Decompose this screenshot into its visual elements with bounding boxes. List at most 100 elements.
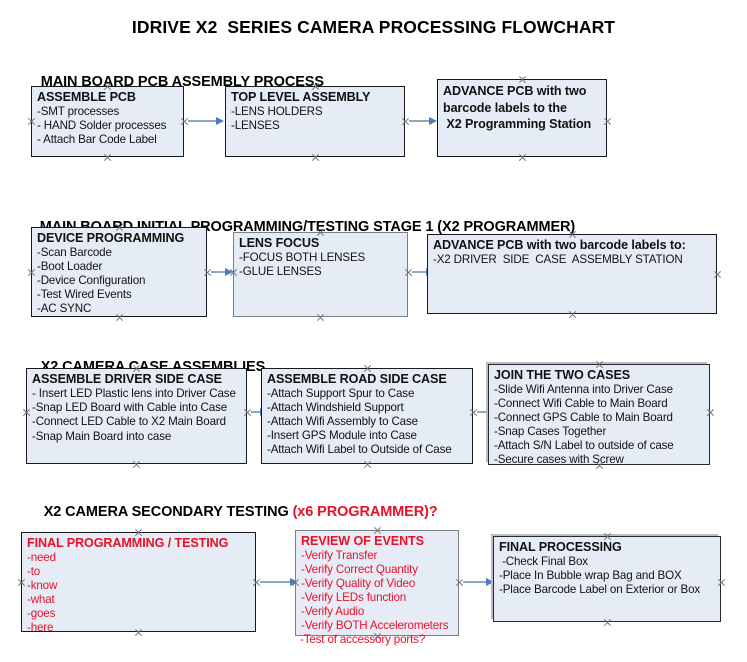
node-line: -Scan Barcode [37, 246, 112, 259]
node-line: -Connect LED Cable to X2 Main Board [32, 415, 226, 429]
arrow-shaft [188, 120, 217, 122]
node-line: -goes [27, 607, 56, 620]
node-final-programming-testing[interactable]: FINAL PROGRAMMING / TESTING -need -to -k… [21, 532, 256, 635]
node-advance-pcb-to-x2-station[interactable]: ADVANCE PCB with two barcode labels to t… [437, 79, 607, 157]
arrow-head [486, 578, 494, 586]
node-line: -Device Configuration [37, 274, 146, 287]
node-device-programming[interactable]: DEVICE PROGRAMMING -Scan Barcode -Boot L… [31, 227, 207, 317]
node-assemble-pcb[interactable]: ASSEMBLE PCB -SMT processes - HAND Solde… [31, 86, 184, 157]
node-title: LENS FOCUS [239, 236, 320, 250]
document-title: IDRIVE X2 SERIES CAMERA PROCESSING FLOWC… [131, 17, 616, 37]
node-line: -Verify Correct Quantity [301, 563, 418, 576]
node-review-of-events[interactable]: REVIEW OF EVENTS -Verify Transfer -Verif… [295, 530, 459, 636]
arrow-connector [463, 578, 494, 587]
node-line: -Attach S/N Label to outside of case [494, 439, 674, 452]
node-line: -Place Barcode Label on Exterior or Box [499, 583, 701, 597]
node-body: -X2 DRIVER SIDE CASE ASSEMBLY STATION [433, 253, 712, 267]
node-line: -Attach Wifi Assembly to Case [267, 415, 418, 428]
node-final-processing[interactable]: FINAL PROCESSING -Check Final Box -Place… [493, 536, 721, 622]
node-body: -SMT processes - HAND Solder processes -… [37, 105, 179, 148]
node-line: -Connect GPS Cable to Main Board [494, 411, 673, 424]
node-line: -here [27, 621, 54, 634]
section-heading-x2-camera-secondary-testing: X2 CAMERA SECONDARY TESTING (x6 PROGRAMM… [28, 488, 438, 536]
node-body: -FOCUS BOTH LENSES -GLUE LENSES [239, 251, 403, 279]
arrow-connector [260, 578, 298, 587]
node-line: -X2 DRIVER SIDE CASE ASSEMBLY STATION [433, 253, 683, 266]
node-title: TOP LEVEL ASSEMBLY [231, 90, 371, 104]
arrow-shaft [477, 411, 487, 413]
node-line: -Boot Loader [37, 260, 103, 273]
node-title-line: barcode labels to the [443, 100, 567, 115]
node-line: -to [27, 565, 41, 578]
node-line: -LENSES [231, 119, 280, 133]
node-title: ASSEMBLE ROAD SIDE CASE [267, 372, 447, 386]
node-line: -Verify Quality of Video [301, 577, 416, 590]
node-line: -Attach Wifi Label to Outside of Case [267, 443, 452, 456]
node-title: DEVICE PROGRAMMING [37, 231, 185, 245]
node-title: ADVANCE PCB with two [443, 84, 587, 98]
arrow-head [290, 578, 298, 586]
node-line: -SMT processes [37, 105, 120, 118]
node-join-the-two-cases[interactable]: JOIN THE TWO CASES -Slide Wifi Antenna i… [488, 364, 710, 467]
node-title: ASSEMBLE PCB [37, 90, 136, 104]
node-line: -what [27, 593, 55, 606]
node-body: -LENS HOLDERS -LENSES [231, 105, 400, 133]
node-line: -need [27, 551, 56, 564]
node-line: -Verify Transfer [301, 549, 378, 562]
node-title: REVIEW OF EVENTS [301, 534, 424, 548]
arrow-connector [211, 268, 233, 277]
node-overflow-line: -Test of accessory ports? [300, 633, 426, 646]
node-title: ADVANCE PCB with two barcode labels to: [433, 238, 686, 252]
arrow-shaft [260, 581, 291, 583]
node-assemble-road-side-case[interactable]: ASSEMBLE ROAD SIDE CASE -Attach Support … [261, 368, 473, 464]
arrow-shaft [211, 271, 226, 273]
node-line: -Verify Audio [301, 605, 365, 618]
node-line: -Attach Support Spur to Case [267, 387, 415, 400]
node-title: FINAL PROGRAMMING / TESTING [27, 536, 229, 550]
node-lens-focus[interactable]: LENS FOCUS -FOCUS BOTH LENSES -GLUE LENS… [233, 232, 408, 317]
arrow-shaft [412, 271, 427, 273]
node-body: -need -to -know -what -goes -here [27, 551, 251, 635]
node-title: ASSEMBLE DRIVER SIDE CASE [32, 372, 222, 386]
node-line: -Snap LED Board with Cable into Case [32, 401, 228, 415]
node-body: -Attach Support Spur to Case -Attach Win… [267, 387, 468, 457]
node-line: -Attach Windshield Support [267, 401, 404, 414]
node-body: -Slide Wifi Antenna into Driver Case -Co… [494, 383, 705, 467]
node-body: -Verify Transfer -Verify Correct Quantit… [301, 549, 454, 633]
arrow-shaft [251, 411, 261, 413]
node-line: -Test Wired Events [37, 288, 132, 301]
node-body: -Scan Barcode -Boot Loader -Device Confi… [37, 246, 202, 316]
node-line: -Connect Wifi Cable to Main Board [494, 397, 668, 410]
node-line: -Snap Main Board into case [32, 429, 172, 443]
node-line: - HAND Solder processes [37, 119, 167, 133]
node-line: -LENS HOLDERS [231, 105, 323, 118]
node-line: -Snap Cases Together [494, 425, 607, 438]
arrow-head [429, 117, 437, 125]
node-line: -Verify LEDs function [301, 591, 407, 604]
node-title-line: X2 Programming Station [443, 117, 592, 131]
node-line: -Slide Wifi Antenna into Driver Case [494, 383, 673, 396]
node-title: FINAL PROCESSING [499, 540, 622, 554]
node-body: - Insert LED Plastic lens into Driver Ca… [32, 387, 242, 444]
arrow-head [216, 117, 224, 125]
arrow-connector [188, 117, 224, 126]
node-assemble-driver-side-case[interactable]: ASSEMBLE DRIVER SIDE CASE - Insert LED P… [26, 368, 247, 464]
node-line: -GLUE LENSES [239, 265, 322, 279]
arrow-head [225, 268, 233, 276]
section-heading-accent: (x6 PROGRAMMER)? [292, 504, 438, 520]
node-top-level-assembly[interactable]: TOP LEVEL ASSEMBLY -LENS HOLDERS -LENSES [225, 86, 405, 157]
node-line: -FOCUS BOTH LENSES [239, 251, 366, 264]
node-line: -AC SYNC [37, 302, 92, 315]
section-heading-text: X2 CAMERA SECONDARY TESTING [43, 504, 293, 520]
node-line: -Secure cases with Screw [494, 453, 624, 466]
arrow-shaft [463, 581, 487, 583]
node-line: -Verify BOTH Accelerometers [301, 619, 449, 632]
node-advance-pcb-to-driver-side-station[interactable]: ADVANCE PCB with two barcode labels to: … [427, 234, 717, 314]
node-title: JOIN THE TWO CASES [494, 368, 631, 382]
arrow-connector [409, 117, 437, 126]
node-line: -Insert GPS Module into Case [267, 429, 417, 442]
node-line: -know [27, 579, 58, 592]
node-line: -Place In Bubble wrap Bag and BOX [499, 569, 682, 583]
node-line: - Insert LED Plastic lens into Driver Ca… [32, 387, 236, 400]
